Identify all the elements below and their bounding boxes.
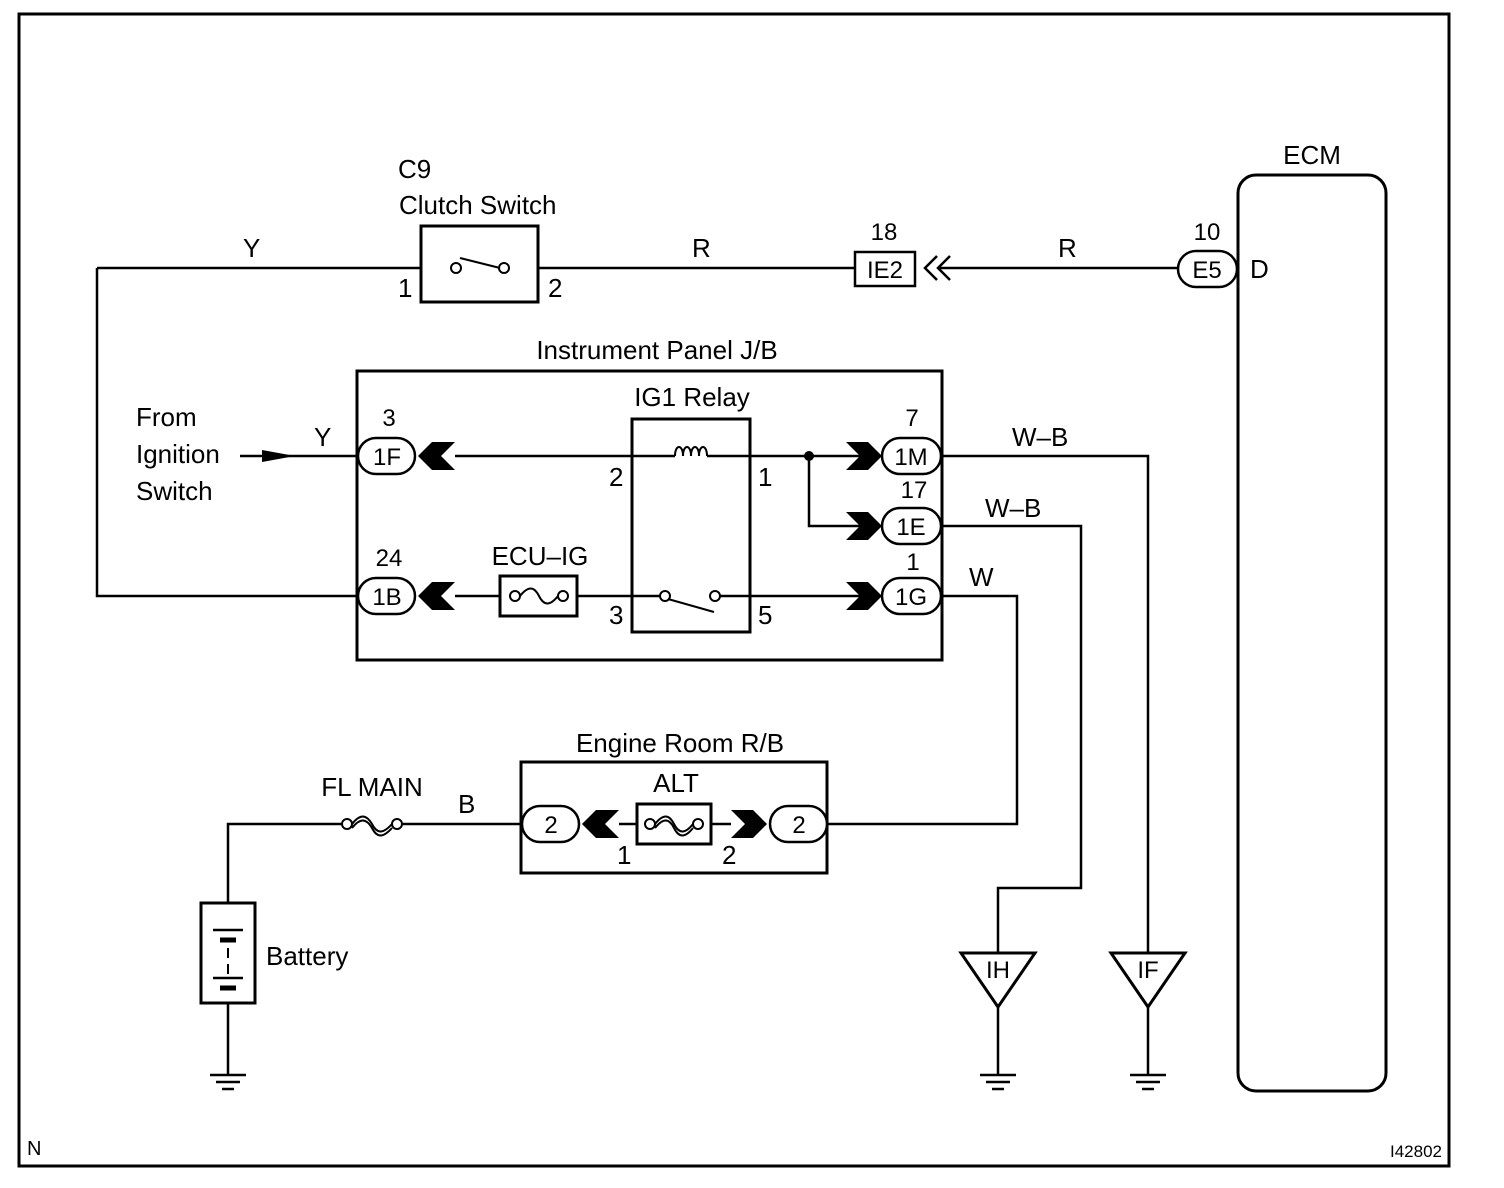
- clutch-pin-2: 2: [548, 273, 562, 303]
- connector-1e-pin: 17: [901, 477, 928, 504]
- ground-icon-ih: [980, 1073, 1016, 1091]
- clutch-switch: [419, 224, 540, 304]
- ecu-ig-label: ECU–IG: [492, 541, 589, 571]
- ground-icon-battery: [210, 1073, 246, 1091]
- ignition-source-line3: Switch: [136, 476, 213, 506]
- e5-connector-label: E5: [1192, 257, 1221, 284]
- alt-fuse: [635, 802, 713, 846]
- connector-1f-pin: 3: [382, 405, 395, 432]
- wire-color-r-right: R: [1058, 233, 1077, 263]
- wire-color-w-1g: W: [969, 562, 994, 592]
- relay-coil-icon: [674, 446, 708, 457]
- ground-point-if-label: IF: [1137, 957, 1158, 984]
- clutch-switch-ref: C9: [398, 154, 431, 184]
- alt-fuse-label: ALT: [653, 768, 699, 798]
- connector-1g-label: 1G: [895, 584, 927, 611]
- connector-1b: [356, 576, 417, 616]
- ignition-source-line2: Ignition: [136, 439, 220, 469]
- connector-1e-terminal-icon: [846, 512, 882, 540]
- instrument-panel-jb-label: Instrument Panel J/B: [536, 335, 777, 365]
- ecm-label: ECM: [1283, 140, 1341, 170]
- instrument-panel-jb-box: [355, 369, 944, 662]
- ignition-arrow-icon: [262, 450, 295, 462]
- ig1-relay-box: [630, 417, 752, 634]
- connector-1f-terminal-icon: [418, 442, 455, 470]
- wire-1e-to-ih: [941, 524, 1083, 953]
- connector-1b-label: 1B: [372, 584, 401, 611]
- connector-1b-pin: 24: [376, 545, 403, 572]
- relay-switch-contact: [659, 590, 721, 613]
- rb-pin-2: 2: [722, 840, 736, 870]
- battery-label: Battery: [266, 941, 348, 971]
- relay-pin-3: 3: [609, 600, 623, 630]
- wire-color-b: B: [458, 789, 475, 819]
- wire-1g-to-rb: [828, 594, 1019, 826]
- battery-icon: [199, 901, 257, 1005]
- wire-1m-to-if: [941, 454, 1150, 953]
- ignition-source-line1: From: [136, 402, 197, 432]
- relay-pin-2: 2: [609, 462, 623, 492]
- rb-right-terminal-icon: [731, 810, 767, 838]
- ig1-relay-label: IG1 Relay: [634, 382, 750, 412]
- figure-id: I42802: [1390, 1142, 1442, 1161]
- rb-connector-left-label: 2: [544, 812, 557, 839]
- fl-main-label: FL MAIN: [321, 772, 423, 802]
- wire-color-wb-1e: W–B: [985, 493, 1041, 523]
- connector-1b-terminal-icon: [418, 582, 455, 610]
- ground-point-ih: [958, 951, 1038, 1010]
- connector-1g-pin: 1: [906, 549, 919, 576]
- ecm-terminal-d: D: [1250, 254, 1269, 284]
- ground-point-ih-label: IH: [986, 957, 1010, 984]
- connector-1m-pin: 7: [905, 405, 918, 432]
- rb-connector-right: [768, 804, 829, 844]
- ecm-box: [1236, 173, 1388, 1093]
- connector-1e-label: 1E: [896, 514, 925, 541]
- ground-icon-if: [1130, 1073, 1166, 1091]
- connector-1m-terminal-icon: [846, 442, 882, 470]
- connector-1f: [356, 436, 417, 476]
- wire-color-y-ign: Y: [314, 422, 331, 452]
- rb-connector-right-label: 2: [792, 812, 805, 839]
- connector-1m-label: 1M: [894, 444, 927, 471]
- rb-pin-1: 1: [617, 840, 631, 870]
- ground-point-if: [1108, 951, 1188, 1010]
- fl-main-fuse: [341, 815, 403, 837]
- ecu-ig-fuse: [498, 574, 579, 618]
- connector-1f-label: 1F: [373, 444, 401, 471]
- wire-color-wb-1m: W–B: [1012, 422, 1068, 452]
- clutch-switch-label: Clutch Switch: [399, 190, 557, 220]
- wire-color-y-top: Y: [243, 233, 260, 263]
- rb-left-terminal-icon: [582, 810, 619, 838]
- engine-room-rb-label: Engine Room R/B: [576, 728, 784, 758]
- wire-battery-positive: [226, 822, 342, 903]
- junction-wire-1e: [807, 456, 880, 528]
- ie2-connector-label: IE2: [867, 257, 903, 284]
- diagram-frame: [17, 12, 1451, 1168]
- wire-color-r-left: R: [692, 233, 711, 263]
- relay-pin-5: 5: [758, 600, 772, 630]
- corner-label: N: [27, 1138, 41, 1160]
- ie2-pin-number: 18: [871, 219, 898, 246]
- clutch-pin-1: 1: [398, 273, 412, 303]
- top-circuit: [95, 266, 1180, 598]
- relay-pin-1: 1: [758, 462, 772, 492]
- connector-1g-terminal-icon: [846, 582, 882, 610]
- e5-pin-number: 10: [1194, 219, 1221, 246]
- ie2-connector: [853, 250, 951, 288]
